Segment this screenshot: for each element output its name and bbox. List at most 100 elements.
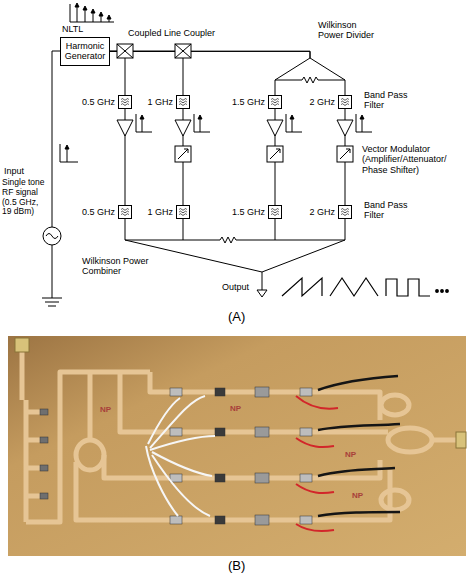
tone-icon [356, 114, 372, 132]
coupled-line-coupler [175, 44, 191, 58]
black-wire [318, 424, 400, 430]
combiner-wires [257, 290, 267, 297]
vector-modulator-symbol [340, 149, 350, 159]
frequency-label: 1 GHz [147, 97, 173, 108]
frequency-label: 0.5 GHz [82, 97, 115, 108]
output-waveforms [436, 290, 439, 293]
filter-symbol [269, 206, 281, 218]
copper-trace [24, 400, 29, 522]
signal-line [110, 51, 310, 95]
frequency-label: 2 GHz [309, 207, 335, 218]
black-wire [318, 468, 395, 476]
vector-modulator-symbol [337, 146, 353, 162]
tone-icon [198, 115, 202, 119]
sma-connector [456, 432, 466, 448]
rf-source-symbol [43, 227, 61, 245]
panel-label: (B) [228, 559, 245, 574]
white-wire [150, 436, 215, 450]
copper-trace [335, 392, 380, 420]
process-box: Harmonic Generator [60, 37, 110, 66]
ground-symbol [42, 298, 62, 306]
band-pass-filter: 2 GHz [338, 205, 352, 219]
white-wire [150, 396, 205, 448]
output-waveforms [330, 278, 378, 296]
block-label: Coupled Line Coupler [128, 28, 215, 38]
coupled-line-coupler [175, 44, 191, 58]
source-wire [52, 51, 60, 298]
smd-component [300, 428, 312, 436]
block-label: Vector Modulator (Amplifier/Attenuator/ … [362, 144, 468, 175]
band-pass-filter: 0.5 GHz [118, 205, 132, 219]
sma-connector [15, 338, 466, 448]
smd-component [40, 437, 48, 443]
silkscreen-text: NP [100, 405, 111, 414]
amplifier-symbol [175, 120, 191, 136]
band-pass-filter: 1 GHz [176, 205, 190, 219]
panel-label: (A) [228, 310, 245, 325]
combiner-wires [125, 219, 345, 240]
coupled-line-coupler [117, 44, 191, 58]
rf-source-symbol [46, 234, 58, 239]
block-label: Band Pass Filter [364, 200, 414, 221]
filter-symbol [341, 99, 349, 106]
band-pass-filter: 2 GHz [338, 95, 352, 109]
ground-symbol [42, 298, 62, 306]
amplifier-symbol [117, 120, 353, 136]
smd-component [215, 388, 225, 396]
rf-source-symbol [43, 227, 61, 245]
combiner-wires [125, 240, 345, 272]
red-wire [296, 396, 338, 531]
vector-modulator-symbol [267, 146, 283, 162]
filter-symbol [177, 96, 189, 108]
filter-symbol [179, 209, 187, 216]
red-wire [296, 396, 338, 409]
vector-modulator-symbol [175, 146, 191, 162]
filter-symbol [341, 209, 349, 216]
combiner-wires [262, 272, 263, 290]
copper-trace [76, 462, 335, 520]
output-waveforms [441, 290, 444, 293]
filter-symbol [121, 99, 129, 106]
block-label: Wilkinson Power Divider [318, 20, 382, 41]
copper-trace [88, 372, 93, 440]
smd-component [255, 515, 269, 525]
smd-component [40, 387, 312, 525]
signal-line [110, 51, 345, 95]
filter-symbol [121, 209, 129, 216]
silkscreen-text: NP [345, 450, 356, 459]
white-wire [146, 396, 215, 516]
single-tone-icon [60, 144, 78, 162]
frequency-label: 2 GHz [309, 97, 335, 108]
white-wire [146, 446, 178, 516]
tone-icon [140, 115, 144, 119]
smd-component [40, 409, 48, 415]
block-label: NLTL [62, 24, 83, 34]
smd-component [170, 428, 182, 436]
red-wire [296, 524, 334, 531]
white-wire [152, 452, 212, 476]
amplifier-symbol [117, 120, 133, 136]
copper-trace [20, 350, 25, 400]
output-waveforms [446, 290, 449, 293]
smd-component [215, 428, 225, 436]
band-pass-filter: 1.5 GHz [268, 95, 282, 109]
smd-component [255, 387, 269, 397]
vector-modulator-symbol [175, 146, 353, 162]
divider-resistor [275, 77, 345, 83]
source-wire [52, 51, 60, 298]
signal-label: Single tone RF signal (0.5 GHz, 19 dBm) [2, 178, 46, 217]
band-pass-filter: 1 GHz [176, 95, 190, 109]
frequency-label: 1.5 GHz [232, 207, 265, 218]
output-waveforms [386, 279, 430, 296]
copper-trace [76, 440, 104, 470]
smd-component [300, 474, 312, 482]
filter-symbol [177, 206, 189, 218]
tone-icon [290, 115, 294, 119]
filter-symbol [339, 206, 351, 218]
output-waveforms [282, 278, 448, 296]
tone-icon [360, 115, 364, 119]
smd-component [170, 474, 182, 482]
filter-symbol [271, 209, 279, 216]
black-wire [318, 376, 398, 390]
